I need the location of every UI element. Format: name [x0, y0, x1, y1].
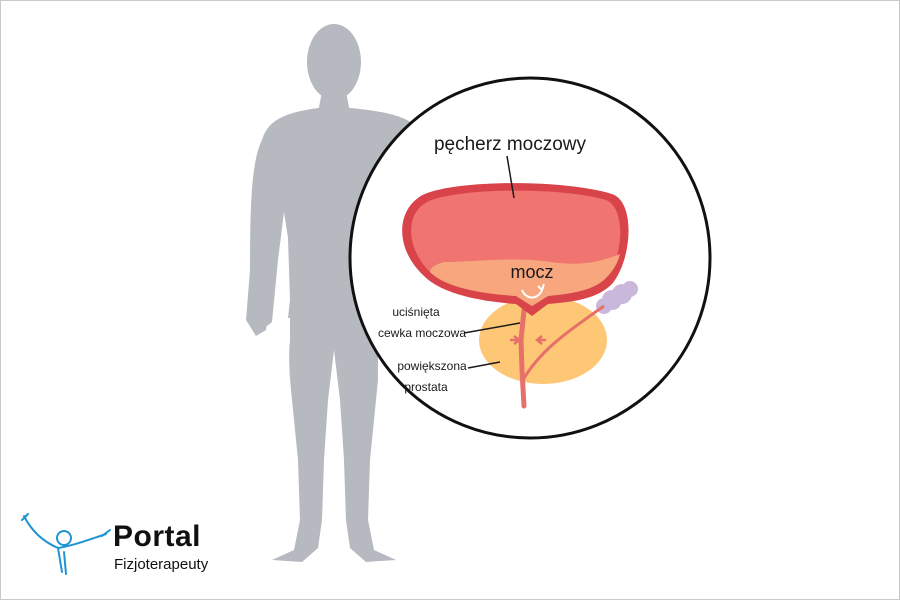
logo-subtitle: Fizjoterapeuty	[114, 556, 209, 573]
urethra-leader-line	[463, 322, 521, 334]
silhouette-hips	[272, 300, 396, 562]
bladder-label: pęcherz moczowy	[434, 134, 587, 155]
urethra-label-line1: uciśnięta	[392, 305, 440, 319]
ejaculatory-duct	[521, 304, 605, 381]
urethra-label-line2: cewka moczowa	[378, 326, 466, 340]
urethra-tube	[518, 307, 527, 409]
prostate-label-line2: prostata	[404, 380, 448, 394]
silhouette-arm-left	[246, 140, 280, 336]
bladder-leader-line	[506, 155, 515, 199]
compression-arrow-right	[534, 335, 546, 345]
urine-flow-arrow	[521, 283, 545, 299]
urine-label: mocz	[510, 262, 553, 282]
prostate-label-line1: powiększona	[397, 359, 467, 373]
stretching-person-icon	[21, 513, 111, 575]
prostate-leader-line	[467, 361, 501, 369]
portal-logo	[21, 513, 111, 575]
silhouette-head	[307, 24, 361, 100]
urine	[430, 254, 620, 306]
logo-title: Portal	[113, 520, 202, 553]
silhouette-neck	[318, 92, 350, 112]
compression-arrow-left	[510, 335, 522, 345]
